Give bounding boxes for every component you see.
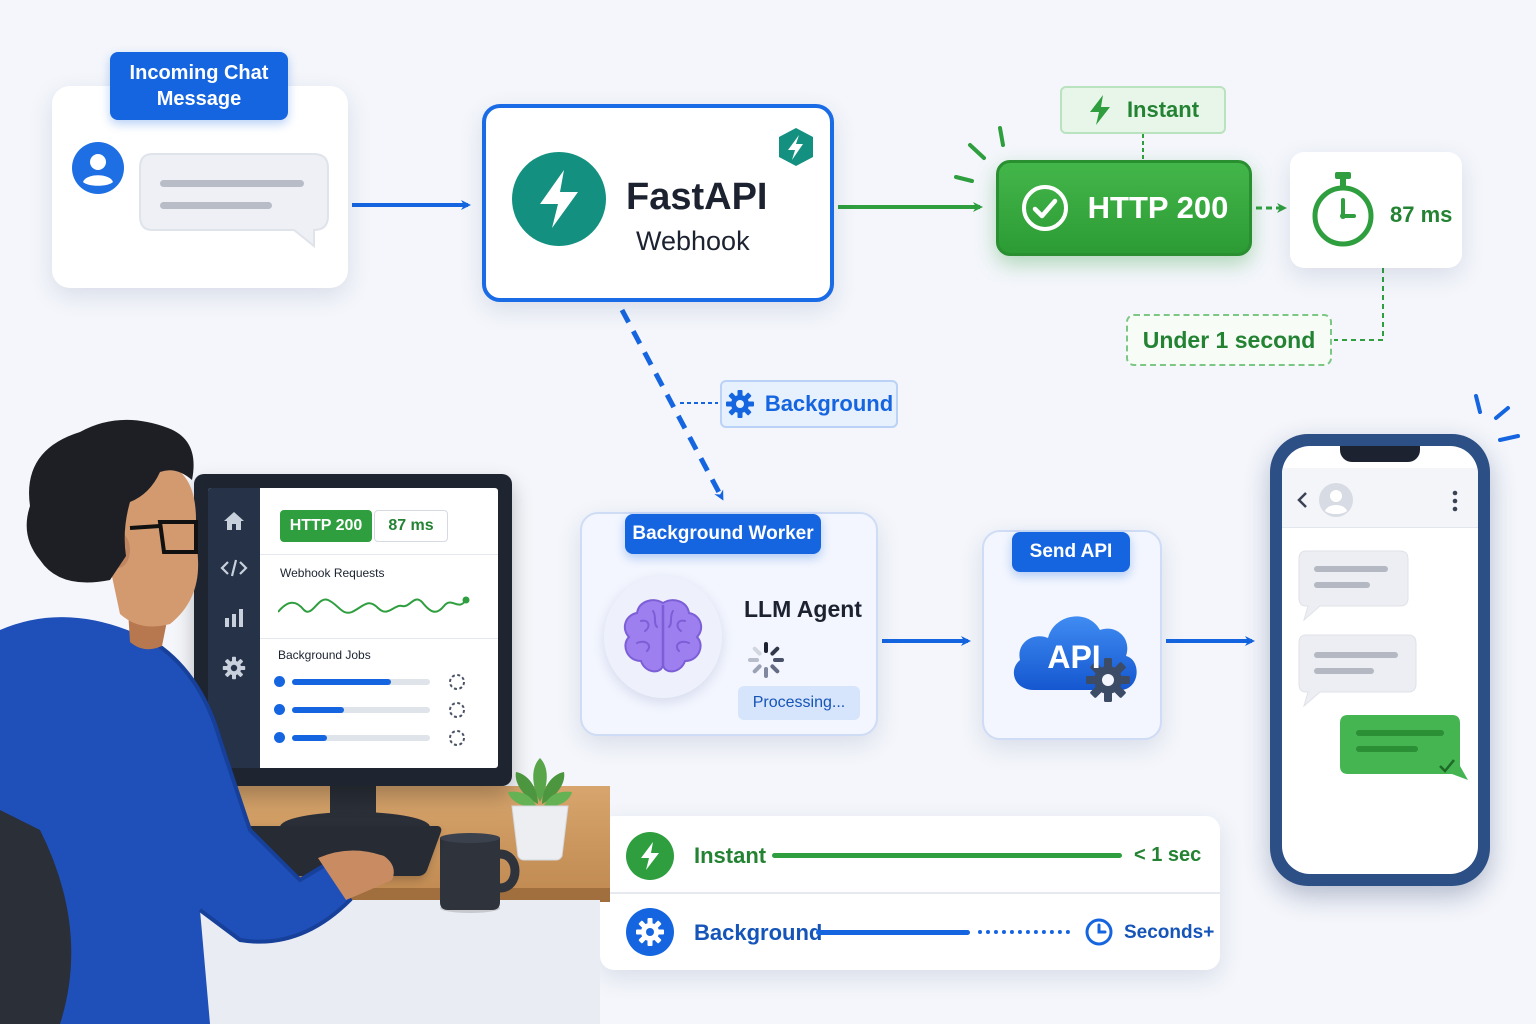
background-legend-line (816, 930, 970, 935)
phone-header (1282, 468, 1478, 528)
arrow-webhook-to-worker (619, 308, 725, 501)
background-legend-dashes (978, 930, 1070, 934)
job-progress-track (292, 735, 430, 741)
job-status-dot (274, 676, 285, 687)
job-progress-track (292, 707, 430, 713)
background-jobs-list (274, 672, 484, 762)
mug-icon (440, 833, 520, 913)
job-spinner-icon (449, 730, 465, 746)
lightning-icon (1089, 95, 1110, 125)
http-status-text: HTTP 200 (1087, 190, 1229, 225)
dashboard-latency: 87 ms (374, 510, 448, 542)
instant-legend-value: < 1 sec (1134, 844, 1202, 866)
job-progress-fill (292, 707, 345, 713)
webhook-subtitle: Webhook (636, 226, 750, 256)
instant-legend-label: Instant (694, 843, 767, 868)
sent-bubble (1340, 715, 1468, 780)
settings-icon[interactable] (222, 656, 246, 680)
job-status-dot (274, 732, 285, 743)
received-bubble (1298, 634, 1417, 708)
background-job-row (274, 728, 484, 748)
fastapi-badge-icon (779, 128, 813, 166)
dashboard-chart-title: Webhook Requests (280, 566, 385, 580)
processing-status: Processing... (738, 686, 860, 720)
phone-frame (1270, 434, 1490, 886)
timer-value: 87 ms (1390, 202, 1453, 227)
brain-icon (623, 599, 703, 673)
background-job-row (274, 700, 484, 720)
received-bubble (1298, 550, 1409, 622)
job-spinner-icon (449, 702, 465, 718)
incoming-message-card (52, 86, 348, 288)
job-progress-fill (292, 679, 392, 685)
clock-icon (1085, 918, 1113, 946)
background-tag: Background (720, 380, 898, 428)
latency-legend-panel: Instant < 1 sec Background Seconds+ (600, 816, 1220, 970)
background-legend-label: Background (694, 920, 823, 945)
http-200-badge: HTTP 200 (996, 160, 1252, 256)
user-avatar (72, 142, 124, 194)
coffee-mug (436, 830, 526, 914)
contact-avatar-icon (1319, 483, 1353, 517)
plant (500, 752, 580, 862)
job-progress-fill (292, 735, 327, 741)
background-legend-icon (626, 908, 674, 956)
job-status-dot (274, 704, 285, 715)
incoming-message-label: Incoming Chat Message (110, 52, 288, 120)
dashboard-jobs-title: Background Jobs (278, 648, 371, 662)
lightning-icon (641, 842, 659, 870)
plant-icon (508, 758, 572, 861)
timer-card: 87 ms (1290, 152, 1462, 268)
stopwatch-icon (1312, 172, 1374, 247)
background-job-row (274, 672, 484, 692)
more-options-icon[interactable] (1452, 490, 1458, 512)
loading-spinner-icon (748, 642, 784, 678)
bar-chart-icon[interactable] (224, 608, 246, 628)
back-chevron-icon[interactable] (1296, 492, 1308, 508)
instant-legend-line (772, 853, 1122, 858)
check-circle-icon (1021, 185, 1068, 231)
under-one-second-tag: Under 1 second (1126, 314, 1332, 366)
phone-notch (1340, 446, 1420, 462)
webhook-title: FastAPI (626, 176, 768, 218)
cloud-api-label: API (1047, 638, 1101, 675)
monitor-screen: HTTP 200 87 ms Webhook Requests Backgrou… (208, 488, 498, 768)
webhook-requests-sparkline (278, 596, 470, 614)
code-icon[interactable] (220, 558, 248, 578)
llm-agent-title: LLM Agent (744, 596, 862, 622)
chat-bubble (139, 153, 329, 249)
background-worker-title: Background Worker (625, 514, 821, 554)
background-tag-label: Background (764, 391, 894, 416)
job-progress-track (292, 679, 430, 685)
lightning-icon (540, 170, 578, 228)
dashboard-http-status: HTTP 200 (280, 510, 372, 542)
background-legend-value: Seconds+ (1124, 922, 1215, 943)
fastapi-logo (512, 152, 606, 246)
monitor: HTTP 200 87 ms Webhook Requests Backgrou… (194, 474, 512, 786)
instant-tag: Instant (1060, 86, 1226, 134)
gear-icon (636, 918, 664, 946)
instant-tag-label: Instant (1126, 97, 1200, 122)
brain-circle (604, 576, 722, 698)
phone-screen (1282, 446, 1478, 874)
job-spinner-icon (449, 674, 465, 690)
send-api-title: Send API (1012, 532, 1130, 572)
developer-person (0, 419, 394, 1024)
home-icon[interactable] (222, 510, 246, 532)
user-icon (83, 154, 113, 186)
instant-legend-icon (626, 832, 674, 880)
dashboard-sidebar (208, 488, 260, 768)
fastapi-webhook-card[interactable]: FastAPI Webhook (482, 104, 834, 302)
cloud-api-icon (1013, 616, 1137, 702)
gear-icon (725, 390, 754, 418)
